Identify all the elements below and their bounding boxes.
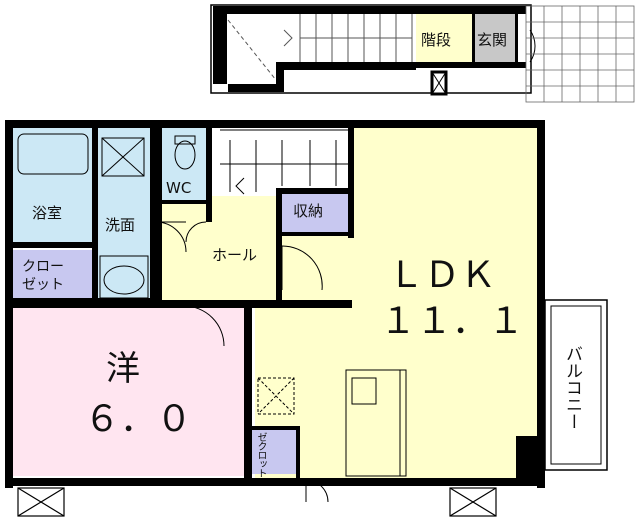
porch-tiles bbox=[525, 5, 635, 103]
washroom-label: 洗面 bbox=[105, 216, 136, 234]
sink-icon bbox=[103, 265, 145, 295]
room-fills bbox=[10, 126, 538, 480]
balcony-label: バルコニー bbox=[562, 345, 582, 430]
stair-treads bbox=[227, 14, 413, 81]
ldk-name-label: ＬＤＫ bbox=[388, 255, 497, 296]
doors bbox=[155, 221, 329, 503]
bathtub-icon bbox=[17, 133, 89, 175]
stairs-label: 階段 bbox=[421, 31, 452, 49]
closet-label: クロー ゼット bbox=[22, 259, 64, 294]
storage-label: 収納 bbox=[293, 202, 324, 220]
western-name-label: 洋 bbox=[106, 349, 140, 389]
walls bbox=[5, 120, 545, 488]
wc-label: WC bbox=[166, 179, 192, 197]
entrance-area bbox=[210, 4, 635, 103]
western-size-label: ６．０ bbox=[84, 399, 193, 440]
ldk-size-label: １１．１ bbox=[380, 301, 525, 342]
toilet-icon bbox=[174, 140, 196, 170]
windows bbox=[17, 200, 539, 517]
bath-label: 浴室 bbox=[32, 204, 63, 222]
kitchen-counter-icon bbox=[345, 369, 407, 477]
entrance-label: 玄関 bbox=[477, 31, 508, 49]
hall-label: ホール bbox=[212, 246, 258, 264]
fridge-space-icon bbox=[257, 377, 295, 415]
washer-pan-icon bbox=[101, 137, 145, 177]
fixtures bbox=[17, 129, 407, 477]
small-closet-label: ゼクロット bbox=[255, 432, 266, 477]
balcony bbox=[544, 299, 608, 471]
